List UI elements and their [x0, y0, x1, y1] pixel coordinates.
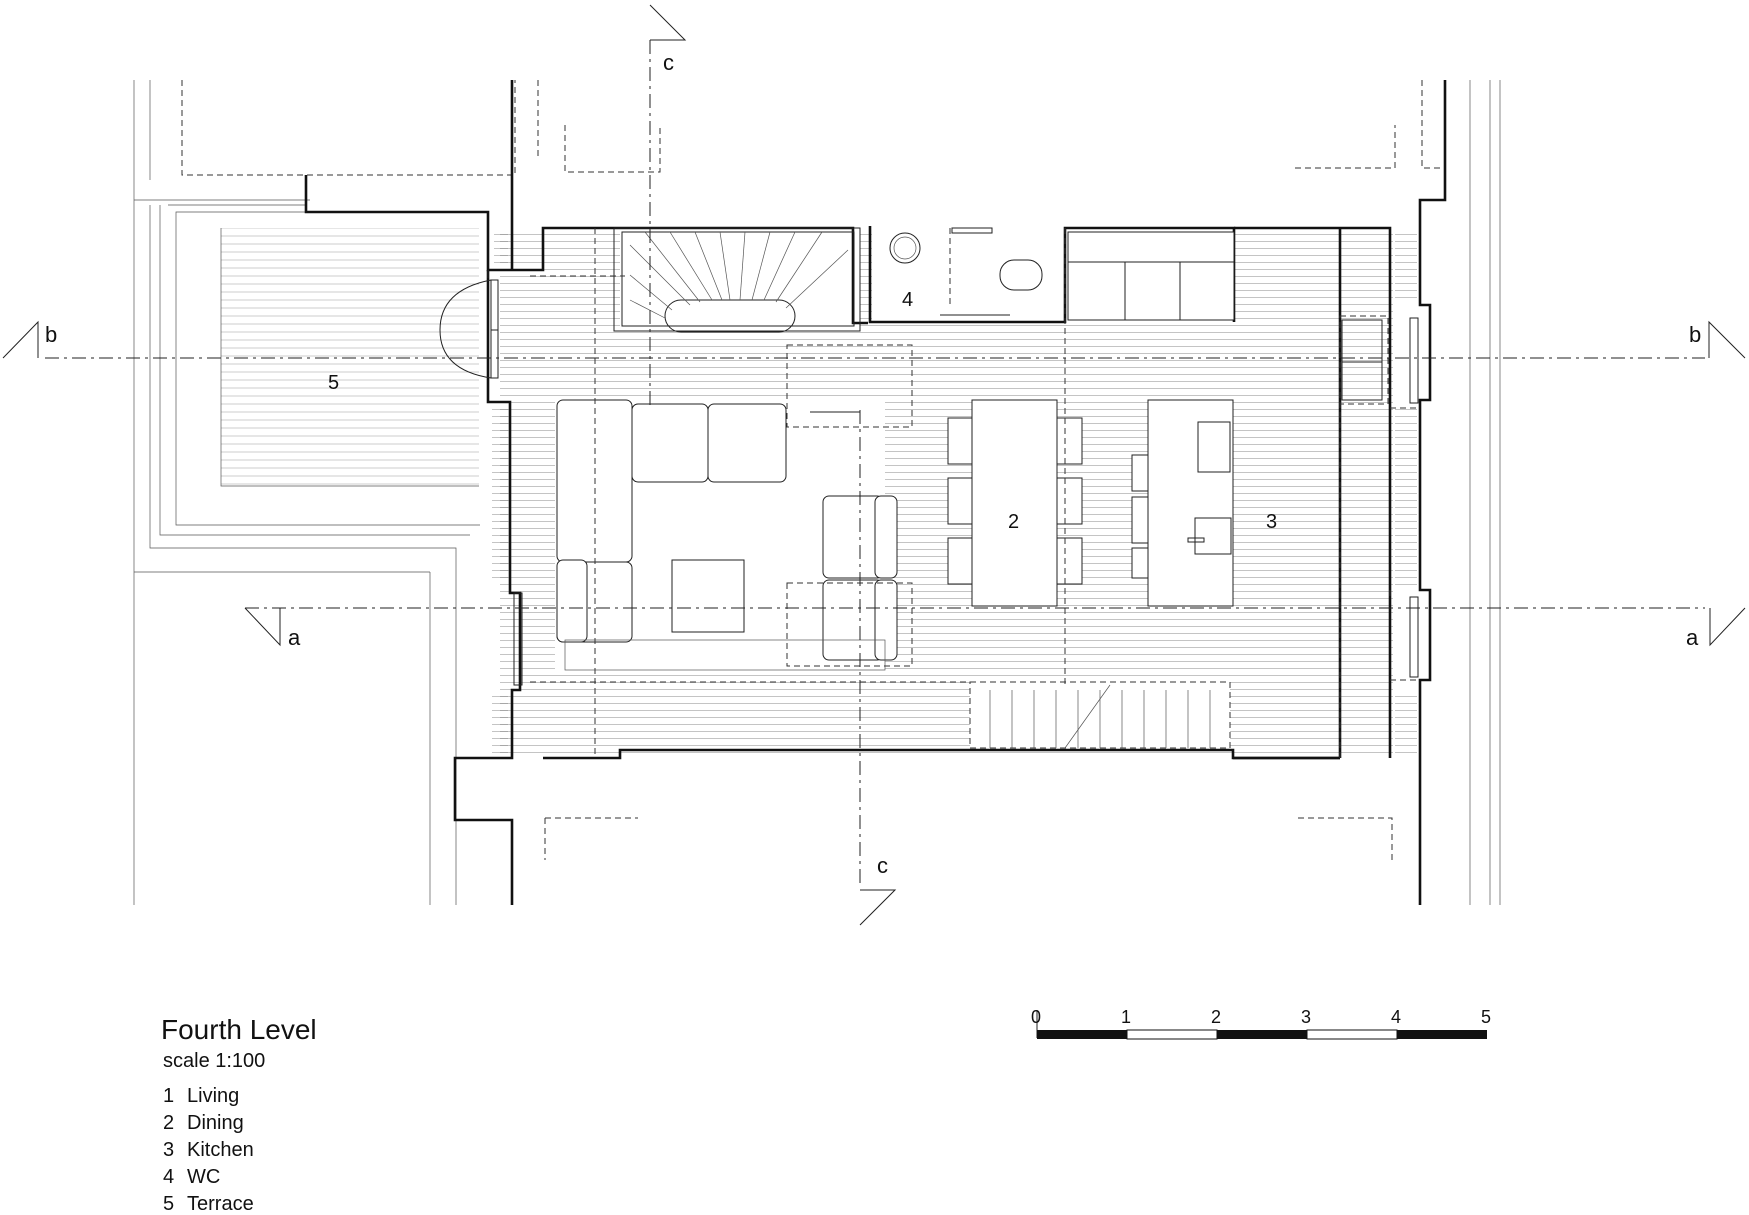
scale-tick-label: 2: [1211, 1007, 1221, 1027]
scale-tick-label: 5: [1481, 1007, 1491, 1027]
legend: 1 Living 2 Dining 3 Kitchen 4 WC 5 Terra…: [163, 1085, 254, 1215]
scale-tick-label: 0: [1031, 1007, 1041, 1027]
title-block: Fourth Level scale 1:100 1 Living 2 Dini…: [161, 1014, 317, 1215]
room-number-dining: 2: [1008, 511, 1019, 533]
section-label-b-left: b: [45, 322, 57, 347]
spiral-stair: [613, 227, 861, 333]
scale-bar: 0 1 2 3 4 5: [1031, 1007, 1491, 1040]
scale-bar-segment-dark: [1217, 1030, 1307, 1039]
legend-item-num: 3: [163, 1139, 174, 1161]
legend-item-num: 4: [163, 1166, 174, 1188]
scale-bar-segment-dark: [1397, 1030, 1487, 1039]
legend-item-label: Living: [187, 1085, 239, 1107]
structural-dashes: [530, 228, 1418, 758]
legend-item-label: Kitchen: [187, 1139, 254, 1161]
legend-item-num: 5: [163, 1193, 174, 1215]
scale-tick-label: 4: [1391, 1007, 1401, 1027]
section-label-b-right: b: [1689, 322, 1701, 347]
legend-item-num: 2: [163, 1112, 174, 1134]
kitchen-top-units: [1067, 231, 1235, 321]
scale-bar-segment-light: [1306, 1029, 1398, 1040]
section-labels: b b a a c c: [45, 50, 1701, 878]
legend-item-label: Dining: [187, 1112, 244, 1134]
section-cut-lines: [2, 4, 1746, 926]
scale-bar-segment-light: [1126, 1029, 1218, 1040]
section-label-c-top: c: [663, 50, 674, 75]
drawing-scale: scale 1:100: [163, 1050, 265, 1072]
scale-tick-label: 3: [1301, 1007, 1311, 1027]
room-number-terrace: 5: [328, 372, 339, 394]
scale-bar-segment-dark: [1037, 1030, 1127, 1039]
wc: [889, 227, 1043, 316]
floor-hatch: [500, 228, 1393, 758]
section-label-c-bottom: c: [877, 853, 888, 878]
legend-item-label: WC: [187, 1166, 220, 1188]
terrace: [149, 204, 480, 905]
room-numbers: 5 2 3 4: [328, 289, 1277, 533]
section-label-a-left: a: [288, 625, 301, 650]
scale-tick-label: 1: [1121, 1007, 1131, 1027]
lower-stair: [969, 681, 1231, 749]
room-number-wc: 4: [902, 289, 913, 311]
room-number-kitchen: 3: [1266, 511, 1277, 533]
drawing-title: Fourth Level: [161, 1014, 317, 1045]
legend-item-label: Terrace: [187, 1193, 254, 1215]
dining-furniture: [947, 399, 1083, 607]
section-label-a-right: a: [1686, 625, 1699, 650]
terrace-doors: [439, 279, 499, 379]
kitchen-island: [1131, 399, 1234, 607]
legend-item-num: 1: [163, 1085, 174, 1107]
right-unit: [1339, 315, 1389, 405]
walls: [304, 80, 1447, 905]
